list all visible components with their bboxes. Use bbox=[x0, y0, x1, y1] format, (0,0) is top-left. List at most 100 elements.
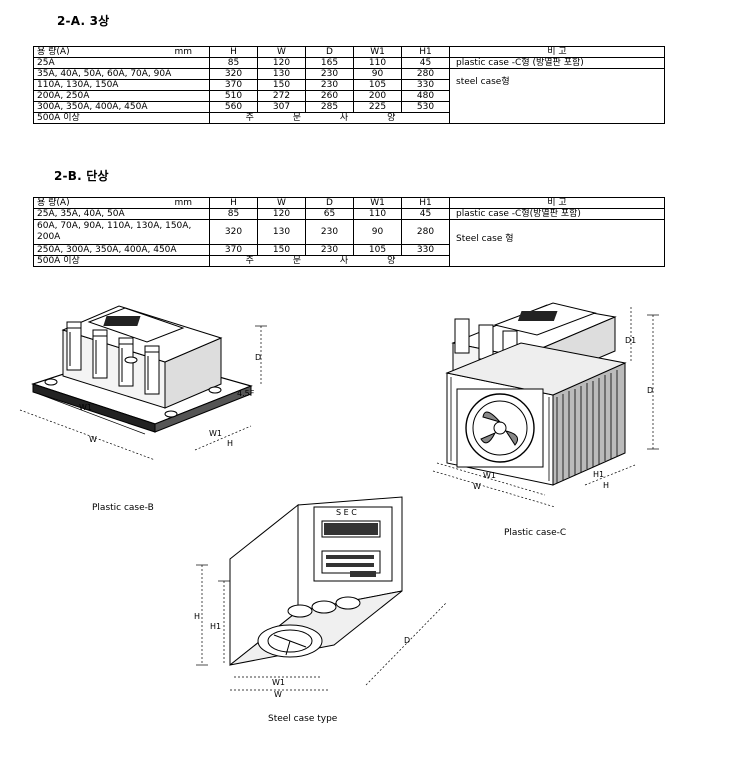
value-cell: 230 bbox=[305, 68, 354, 80]
label-screw: 4.5F bbox=[237, 389, 255, 398]
label-w: W bbox=[274, 690, 282, 699]
capacity-cell: 500A 이상 bbox=[33, 112, 210, 124]
table-row: 60A, 70A, 90A, 110A, 130A, 150A, 200A 32… bbox=[33, 219, 665, 267]
value-cell: 65 bbox=[305, 208, 354, 220]
capacity-header: 용 량(A)mm bbox=[33, 197, 210, 209]
capacity-cell: 35A, 40A, 50A, 60A, 70A, 90A bbox=[33, 68, 210, 80]
col-w1: W1 bbox=[353, 46, 402, 58]
value-cell: 480 bbox=[401, 90, 450, 102]
custom-order-cell: 주 문 사 양 bbox=[209, 255, 450, 267]
value-cell: 45 bbox=[401, 57, 450, 69]
value-cell: 280 bbox=[401, 219, 450, 245]
table-row: 200A, 250A 510 272 260 200 480 bbox=[33, 90, 665, 102]
value-cell: 130 bbox=[257, 68, 306, 80]
label-d: D bbox=[404, 636, 410, 645]
col-note: 비 고 bbox=[449, 46, 665, 58]
value-cell: 320 bbox=[209, 68, 258, 80]
table-row: 25A 85 120 165 110 45 plastic case -C형 (… bbox=[33, 57, 665, 69]
plastic-case-b-caption: Plastic case-B bbox=[92, 503, 154, 513]
label-wd: W1 bbox=[79, 403, 92, 412]
col-note: 비 고 bbox=[449, 197, 665, 209]
table-header-row: 용 량(A)mm H W D W1 H1 비 고 bbox=[33, 197, 665, 209]
value-cell: 510 bbox=[209, 90, 258, 102]
value-cell: 330 bbox=[401, 79, 450, 91]
capacity-cell: 300A, 350A, 400A, 450A bbox=[33, 101, 210, 113]
col-h: H bbox=[209, 197, 258, 209]
value-cell: 330 bbox=[401, 244, 450, 256]
capacity-cell: 25A bbox=[33, 57, 210, 69]
note-cell: plastic case -C형(방열판 포함) bbox=[449, 208, 665, 220]
note-cell: steel case형 bbox=[449, 68, 665, 124]
value-cell: 110 bbox=[353, 208, 402, 220]
value-cell: 225 bbox=[353, 101, 402, 113]
value-cell: 200 bbox=[353, 90, 402, 102]
label-w: W bbox=[473, 482, 481, 491]
label-w1: W1 bbox=[209, 429, 222, 438]
label-d: D bbox=[255, 353, 261, 362]
value-cell: 272 bbox=[257, 90, 306, 102]
capacity-cell: 250A, 300A, 350A, 400A, 450A bbox=[33, 244, 210, 256]
value-cell: 90 bbox=[353, 219, 402, 245]
three-phase-spec-table: 용 량(A)mm H W D W1 H1 비 고 25A 85 120 165 … bbox=[33, 46, 665, 124]
capacity-cell: 60A, 70A, 90A, 110A, 130A, 150A, 200A bbox=[33, 219, 210, 245]
value-cell: 110 bbox=[353, 57, 402, 69]
label-w1: W1 bbox=[483, 471, 496, 480]
value-cell: 230 bbox=[305, 219, 354, 245]
value-cell: 307 bbox=[257, 101, 306, 113]
capacity-cell: 500A 이상 bbox=[33, 255, 210, 267]
capacity-cell: 25A, 35A, 40A, 50A bbox=[33, 208, 210, 220]
col-w: W bbox=[257, 46, 306, 58]
custom-order-cell: 주 문 사 양 bbox=[209, 112, 450, 124]
value-cell: 150 bbox=[257, 244, 306, 256]
plastic-case-b-drawing: D 4.5F W1 W W1 H bbox=[19, 305, 267, 461]
capacity-cell: 200A, 250A bbox=[33, 90, 210, 102]
value-cell: 280 bbox=[401, 68, 450, 80]
capacity-cell: 110A, 130A, 150A bbox=[33, 79, 210, 91]
value-cell: 370 bbox=[209, 79, 258, 91]
col-d: D bbox=[305, 197, 354, 209]
label-h: H bbox=[603, 481, 609, 490]
value-cell: 85 bbox=[209, 208, 258, 220]
note-cell: plastic case -C형 (방열판 포함) bbox=[449, 57, 665, 69]
label-h1: H1 bbox=[593, 470, 604, 479]
value-cell: 120 bbox=[257, 208, 306, 220]
col-d: D bbox=[305, 46, 354, 58]
value-cell: 105 bbox=[353, 244, 402, 256]
value-cell: 230 bbox=[305, 79, 354, 91]
label-h: H bbox=[194, 612, 200, 621]
col-w: W bbox=[257, 197, 306, 209]
table-row: 35A, 40A, 50A, 60A, 70A, 90A 320 130 230… bbox=[33, 68, 665, 124]
value-cell: 560 bbox=[209, 101, 258, 113]
table-row: 500A 이상 주 문 사 양 bbox=[33, 112, 665, 124]
section-a-title: 2-A. 3상 bbox=[57, 14, 110, 28]
section-b-title: 2-B. 단상 bbox=[54, 169, 109, 183]
value-cell: 370 bbox=[209, 244, 258, 256]
value-cell: 260 bbox=[305, 90, 354, 102]
value-cell: 165 bbox=[305, 57, 354, 69]
plastic-case-c-caption: Plastic case-C bbox=[504, 528, 567, 538]
table-row: 25A, 35A, 40A, 50A 85 120 65 110 45 plas… bbox=[33, 208, 665, 220]
label-w: W bbox=[89, 435, 97, 444]
brand-label: S E C bbox=[336, 508, 357, 517]
value-cell: 150 bbox=[257, 79, 306, 91]
note-cell: Steel case 형 bbox=[449, 219, 665, 267]
plastic-case-c-drawing: D1 D W1 W H1 H bbox=[432, 302, 659, 508]
table-header-row: 용 량(A)mm H W D W1 H1 비 고 bbox=[33, 46, 665, 58]
value-cell: 105 bbox=[353, 79, 402, 91]
value-cell: 285 bbox=[305, 101, 354, 113]
label-w1: W1 bbox=[272, 678, 285, 687]
value-cell: 120 bbox=[257, 57, 306, 69]
value-cell: 130 bbox=[257, 219, 306, 245]
label-h1: H1 bbox=[210, 622, 221, 631]
col-h1: H1 bbox=[401, 46, 450, 58]
value-cell: 320 bbox=[209, 219, 258, 245]
label-h: H bbox=[227, 439, 233, 448]
value-cell: 530 bbox=[401, 101, 450, 113]
label-d: D bbox=[647, 386, 653, 395]
col-h: H bbox=[209, 46, 258, 58]
table-row: 500A 이상 주 문 사 양 bbox=[33, 255, 665, 267]
single-phase-spec-table: 용 량(A)mm H W D W1 H1 비 고 25A, 35A, 40A, … bbox=[33, 197, 665, 267]
value-cell: 230 bbox=[305, 244, 354, 256]
steel-case-drawing: S E C H H1 D W1 W bbox=[194, 496, 447, 699]
value-cell: 45 bbox=[401, 208, 450, 220]
